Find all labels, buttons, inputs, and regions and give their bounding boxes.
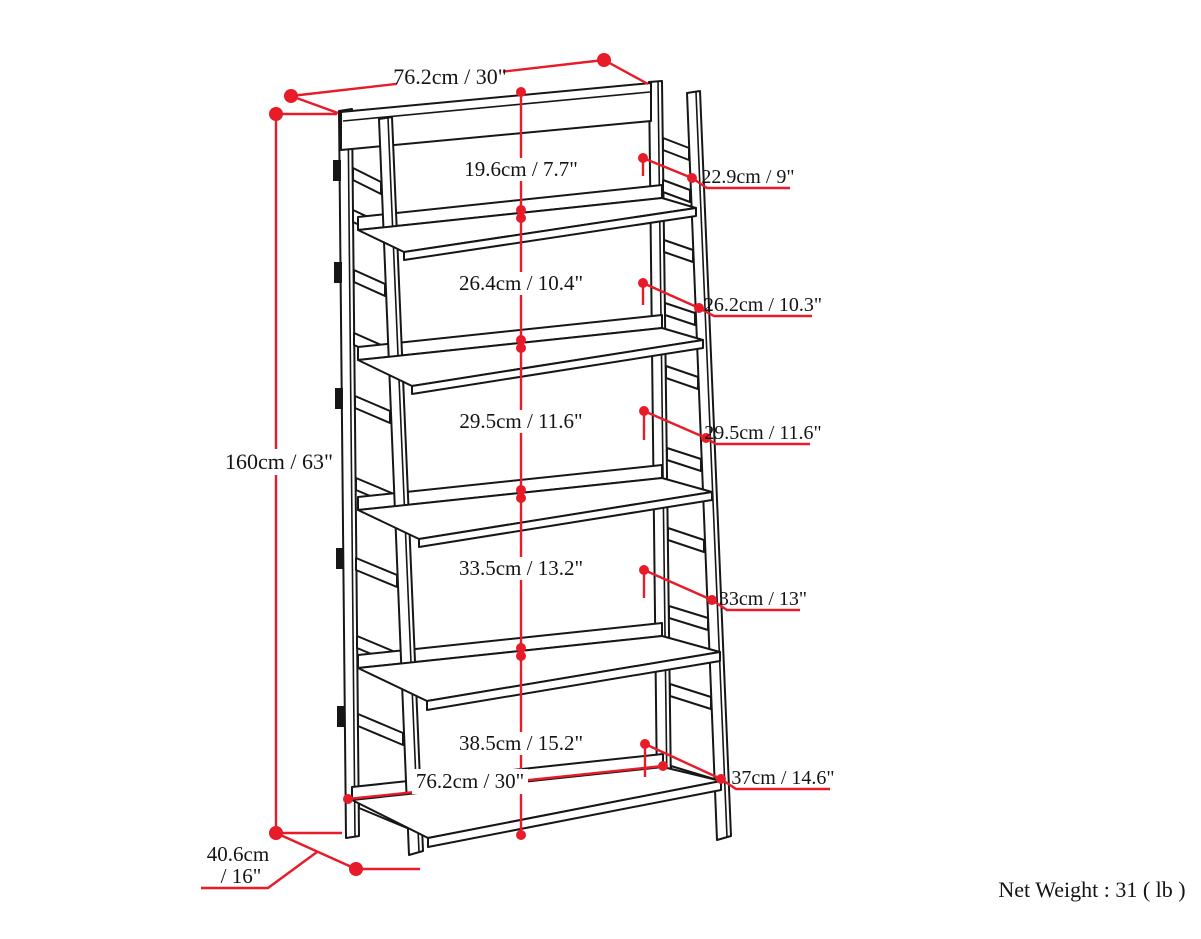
height-label: 160cm / 63"	[225, 449, 333, 474]
shelf-depth-label-4: 33cm / 13"	[719, 588, 807, 610]
top-width-label: 76.2cm / 30"	[393, 64, 506, 89]
inner-height-label-2: 26.4cm / 10.4"	[459, 271, 583, 295]
shelves	[351, 197, 722, 848]
shelf-depth-label-5: 37cm / 14.6"	[731, 767, 834, 789]
bottom-width-label: 76.2cm / 30"	[416, 769, 524, 793]
shelf5-depth-dimension	[640, 739, 830, 791]
dimension-annotations: 76.2cm / 30" 160cm / 63" 19.6cm / 7.7" 2…	[201, 53, 835, 890]
shelf3-depth-dimension	[639, 406, 810, 446]
inner-height-label-1: 19.6cm / 7.7"	[464, 157, 578, 181]
shelf-depth-label-3: 29.5cm / 11.6"	[704, 422, 821, 444]
mounting-tabs	[333, 160, 345, 727]
depth-label-line1: 40.6cm	[207, 842, 269, 866]
shelf-depth-label-1: 22.9cm / 9"	[701, 166, 794, 188]
inner-height-label-5: 38.5cm / 15.2"	[459, 731, 583, 755]
shelf2-depth-dimension	[638, 278, 812, 318]
depth-label-line2: / 16"	[221, 864, 262, 888]
inner-height-label-3: 29.5cm / 11.6"	[459, 409, 582, 433]
inner-height-label-4: 33.5cm / 13.2"	[459, 556, 583, 580]
shelf-depth-label-2: 26.2cm / 10.3"	[704, 294, 822, 316]
shelf4-depth-dimension	[639, 565, 800, 612]
center-height-line	[516, 87, 526, 840]
bookshelf-line-drawing	[333, 80, 732, 856]
net-weight-label: Net Weight : 31 ( lb )	[998, 877, 1185, 902]
depth-dimension	[201, 831, 420, 890]
shelf1-depth-dimension	[638, 153, 790, 190]
